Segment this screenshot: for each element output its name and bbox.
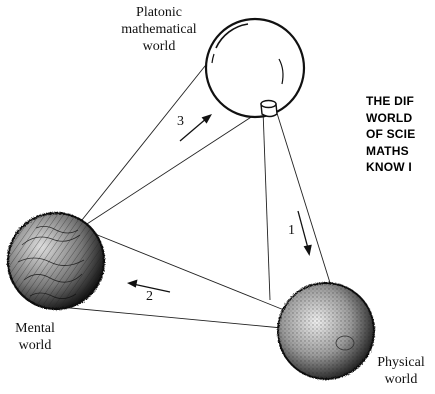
platonic-label-line3: world — [104, 38, 214, 55]
beam-edge-bottom — [70, 110, 262, 235]
beam-edge-top — [70, 56, 213, 235]
physical-label-line2: world — [366, 371, 435, 388]
beam-edge-bottom — [60, 307, 282, 328]
mental-world-label: Mental world — [4, 320, 66, 354]
mental-label-line2: world — [4, 337, 66, 354]
platonic-sphere-tab — [261, 101, 277, 117]
physical-world-label: Physical world — [366, 354, 435, 388]
side-caption-line3: OF SCIE — [366, 126, 435, 143]
physical-label-line1: Physical — [366, 354, 435, 371]
arrow-1-number: 1 — [288, 223, 295, 239]
mental-world-sphere — [8, 213, 104, 309]
side-caption-line5: KNOW I — [366, 159, 435, 176]
side-caption-line2: WORLD — [366, 110, 435, 127]
arrow-3 — [180, 114, 212, 141]
arrow-2-number: 2 — [146, 289, 153, 305]
beam-edge-right — [276, 110, 336, 302]
beam-edge-left — [263, 110, 270, 300]
beam-platonic-to-physical — [263, 110, 336, 302]
physical-world-sphere — [278, 283, 374, 379]
mental-label-line1: Mental — [4, 320, 66, 337]
side-caption-line1: THE DIF — [366, 93, 435, 110]
platonic-label-line1: Platonic — [104, 4, 214, 21]
platonic-label-line2: mathematical — [104, 21, 214, 38]
side-caption: THE DIF WORLD OF SCIE MATHS KNOW I — [366, 93, 435, 176]
arrow-3-number: 3 — [177, 114, 184, 130]
side-caption-line4: MATHS — [366, 143, 435, 160]
beam-edge-top — [95, 234, 284, 310]
platonic-sphere — [206, 19, 304, 117]
platonic-world-label: Platonic mathematical world — [104, 6, 214, 55]
